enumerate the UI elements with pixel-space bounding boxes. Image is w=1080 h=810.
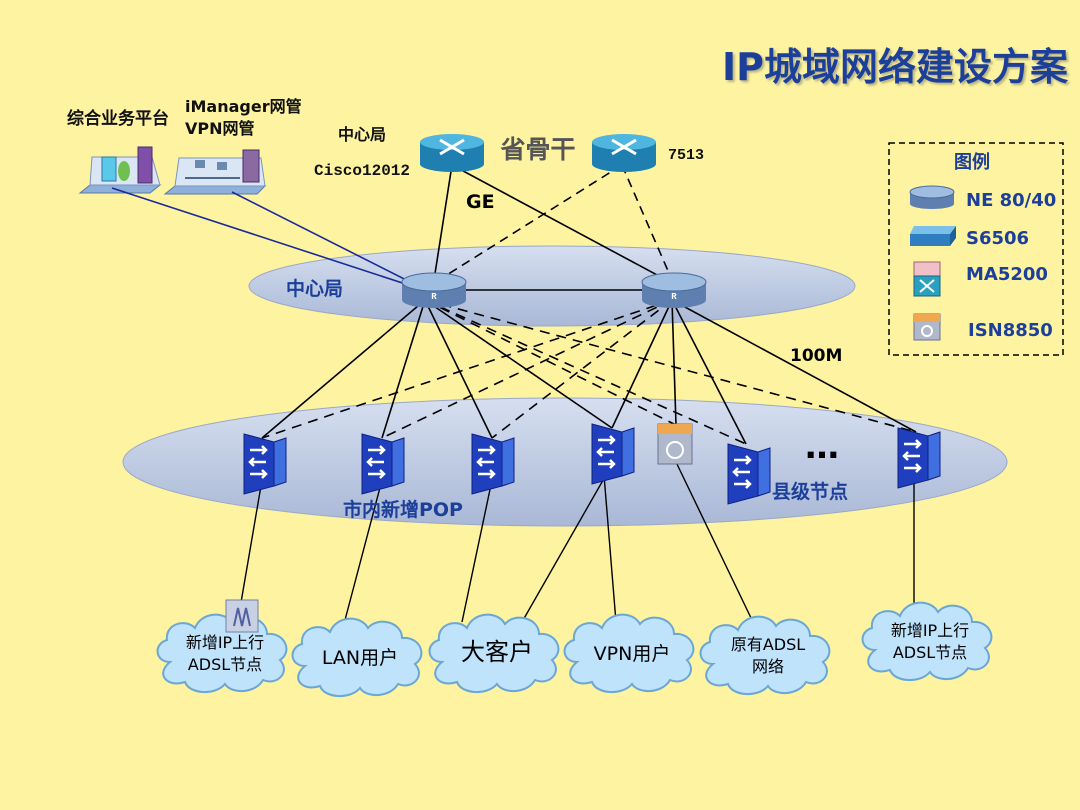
cloud-label-line2: 网络 xyxy=(752,657,784,676)
user-cloud: 原有ADSL 网络 xyxy=(699,615,831,696)
access-ring xyxy=(122,397,1008,527)
user-cloud: 新增IP上行 ADSL节点 xyxy=(156,613,288,694)
backbone-router-icon xyxy=(420,134,484,172)
100m-label: 100M xyxy=(790,346,842,366)
cloud-label-line2: ADSL节点 xyxy=(893,643,967,662)
legend-label-s6506: S6506 xyxy=(966,228,1029,249)
center-office-ring xyxy=(248,245,856,327)
cloud-label-line1: LAN用户 xyxy=(322,647,398,669)
pop-label: 市内新增POP xyxy=(343,498,463,521)
legend-ma5200-icon xyxy=(913,261,941,297)
legend-label-isn8850: ISN8850 xyxy=(968,320,1053,341)
svg-text:R: R xyxy=(671,292,677,302)
core-ring-label: 中心局 xyxy=(286,277,343,300)
cloud-label-line1: 新增IP上行 xyxy=(891,621,969,640)
core-router-icon: R xyxy=(401,272,467,308)
user-cloud: LAN用户 xyxy=(291,617,423,698)
cloud-label-line2: ADSL节点 xyxy=(188,655,262,674)
more-nodes-ellipsis: … xyxy=(805,427,839,467)
access-switches xyxy=(243,423,941,505)
access-switch-icon xyxy=(471,433,515,495)
user-clouds: 新增IP上行 ADSL节点 LAN用户 大客户 VPN用户 原有ADSL 网络 新增IP上行 A… xyxy=(156,601,993,698)
core-access-backup-links xyxy=(261,299,917,445)
backbone-label: 省骨干 xyxy=(499,135,575,164)
county-node-label: 县级节点 xyxy=(772,480,848,503)
imanager-label: iManager网管 xyxy=(185,97,302,116)
svg-text:R: R xyxy=(431,292,437,302)
legend-label-ma5200: MA5200 xyxy=(966,264,1048,285)
platform-label: 综合业务平台 xyxy=(67,108,169,129)
adsl-device-icon xyxy=(225,599,259,633)
cloud-label-line1: VPN用户 xyxy=(594,643,671,665)
access-cloud-links xyxy=(237,461,915,623)
cloud-label-line1: 新增IP上行 xyxy=(186,633,264,652)
core-access-links xyxy=(261,299,917,445)
access-switch-icon xyxy=(897,427,941,489)
legend-title: 图例 xyxy=(954,151,990,173)
legend: 图例 NE 80/40 S6506 MA5200 ISN8850 xyxy=(888,142,1064,356)
access-switch-icon xyxy=(727,443,771,505)
isn8850-node-icon xyxy=(657,423,693,465)
user-cloud: VPN用户 xyxy=(563,613,695,694)
page-title: IP城域网络建设方案 xyxy=(722,45,1069,89)
legend-router-icon xyxy=(909,185,955,209)
center-office-top-label: 中心局 xyxy=(338,125,386,144)
management-links xyxy=(111,187,431,293)
backbone-links xyxy=(433,164,673,291)
access-switch-icon xyxy=(361,433,405,495)
user-cloud: 大客户 xyxy=(428,613,560,694)
user-cloud: 新增IP上行 ADSL节点 xyxy=(861,601,993,682)
cloud-label-line1: 大客户 xyxy=(461,638,533,666)
legend-switch-icon xyxy=(910,226,956,246)
access-switch-icon xyxy=(243,433,287,495)
legend-isn8850-icon xyxy=(913,313,941,341)
core-router-icon: R xyxy=(641,272,707,308)
vpn-mgmt-server-icon xyxy=(163,149,267,195)
r7513-label: 7513 xyxy=(668,147,704,164)
legend-label-ne80: NE 80/40 xyxy=(966,190,1056,211)
backbone-backup-links xyxy=(433,164,673,284)
ge-label: GE xyxy=(466,191,495,213)
backbone-router-icon xyxy=(592,134,656,172)
cloud-label-line1: 原有ADSL xyxy=(731,635,805,654)
cisco-label: Cisco12012 xyxy=(314,162,410,180)
platform-server-icon xyxy=(78,146,162,194)
vpn-mgmt-label: VPN网管 xyxy=(185,119,255,138)
access-switch-icon xyxy=(591,423,635,485)
